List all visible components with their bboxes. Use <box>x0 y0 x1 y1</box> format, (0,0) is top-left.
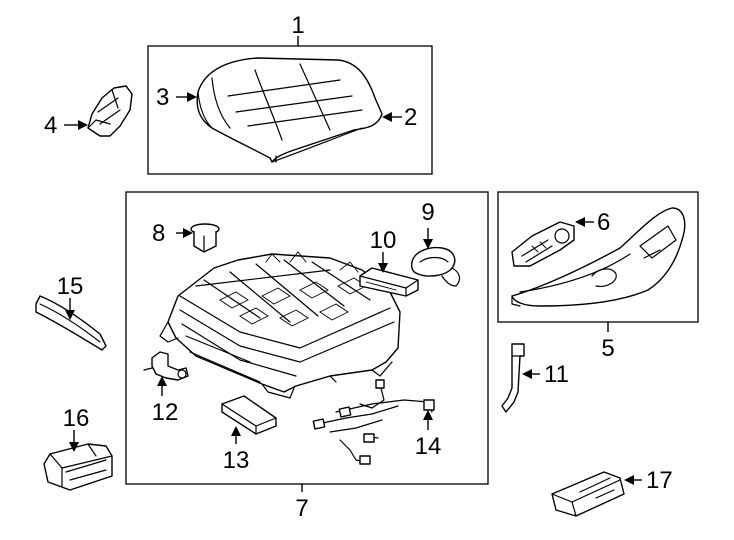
callout-1: 1 <box>291 12 304 39</box>
callout-10: 10 <box>370 227 397 254</box>
callout-14: 14 <box>415 433 442 460</box>
rail-cover-left <box>43 443 113 491</box>
seat-frame <box>159 251 401 399</box>
callout-9: 9 <box>421 199 434 226</box>
callout-12: 12 <box>152 399 179 426</box>
callout-16: 16 <box>63 405 90 432</box>
control-module <box>359 267 419 297</box>
seat-cushion-cover <box>196 57 383 163</box>
callout-6: 6 <box>597 209 610 236</box>
callout-11: 11 <box>544 361 569 388</box>
seat-adjust-switch <box>511 221 575 267</box>
group-frame-5 <box>497 191 699 323</box>
group-frame-7 <box>125 191 489 485</box>
rail-cover-right <box>551 471 625 517</box>
callout-4: 4 <box>44 112 57 139</box>
wiring-harness <box>312 379 435 465</box>
callout-15: 15 <box>57 273 84 300</box>
side-trim-clip <box>87 85 133 137</box>
callout-2: 2 <box>404 104 417 131</box>
callout-5: 5 <box>601 335 614 362</box>
mounting-nut <box>190 223 220 253</box>
group-frame-1 <box>147 45 433 175</box>
callout-3: 3 <box>156 84 169 111</box>
switch-cover <box>221 395 277 435</box>
trim-strip <box>35 295 107 351</box>
support-bracket <box>501 343 525 413</box>
callout-17: 17 <box>646 467 673 494</box>
callout-7: 7 <box>295 495 308 522</box>
callout-13: 13 <box>223 447 250 474</box>
seat-side-shield <box>511 207 686 307</box>
occupant-sensor <box>410 246 461 287</box>
callout-8: 8 <box>152 220 165 247</box>
leader-lines <box>64 36 642 492</box>
height-sensor <box>143 351 189 381</box>
